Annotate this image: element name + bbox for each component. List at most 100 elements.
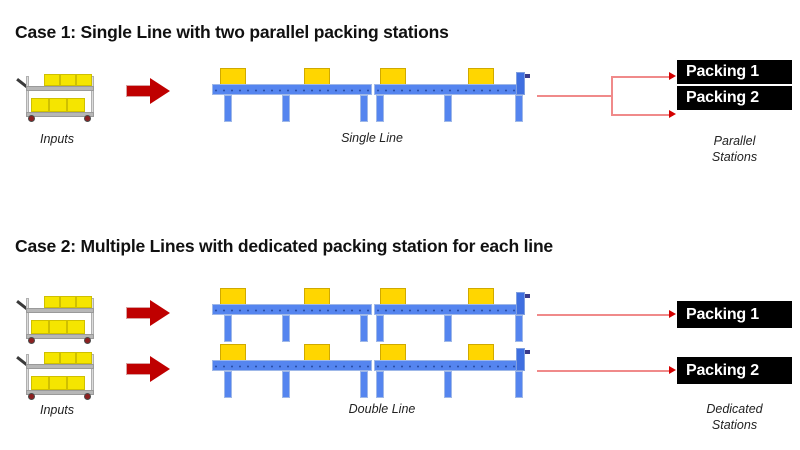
case1-arrowhead-bottom-icon: [669, 109, 676, 118]
conveyor-box: [304, 344, 330, 361]
conveyor-box: [380, 344, 406, 361]
conveyor-end-tip: [525, 74, 530, 78]
case1-connector-branch-top: [611, 76, 673, 78]
case1-stations-caption-line1: Parallel: [713, 134, 756, 148]
case2-input-cart-2: [18, 348, 96, 400]
cart-wheel-icon: [28, 393, 35, 400]
case2-flow-arrow-2-icon: [126, 356, 170, 382]
conveyor-leg: [444, 95, 452, 122]
cart-shelf-bottom: [26, 112, 94, 117]
conveyor-leg: [224, 95, 232, 122]
case1-line-caption: Single Line: [341, 131, 403, 145]
cart-box: [67, 320, 85, 334]
case2-station-packing-2[interactable]: Packing 2: [677, 357, 792, 384]
cart-wheel-icon: [28, 337, 35, 344]
conveyor-end-stop: [516, 72, 525, 95]
cart-box: [44, 74, 60, 86]
case1-flow-arrow-icon: [126, 78, 170, 104]
arrow-head: [150, 78, 170, 104]
conveyor-box: [220, 344, 246, 361]
conveyor-box: [380, 68, 406, 85]
conveyor-leg: [515, 95, 523, 122]
conveyor-leg: [360, 95, 368, 122]
cart-box: [31, 98, 49, 112]
conveyor-belt-segment: [212, 84, 372, 95]
cart-post-left: [26, 354, 29, 392]
conveyor-end-tip: [525, 294, 530, 298]
conveyor-leg: [515, 371, 523, 398]
case2-title: Case 2: Multiple Lines with dedicated pa…: [15, 236, 553, 256]
conveyor-box: [468, 288, 494, 305]
conveyor-belt-segment: [374, 360, 525, 371]
case2-stations-caption-line1: Dedicated: [706, 402, 763, 416]
conveyor-leg: [360, 371, 368, 398]
case2-stations-caption-line2: Stations: [711, 418, 758, 432]
conveyor-box: [304, 288, 330, 305]
case2-input-cart-1: [18, 292, 96, 344]
cart-box: [49, 320, 67, 334]
conveyor-box: [220, 288, 246, 305]
arrow-head: [150, 300, 170, 326]
case2-arrowhead-1-icon: [669, 309, 676, 318]
conveyor-leg: [376, 315, 384, 342]
cart-box: [67, 376, 85, 390]
case1-station-packing-1[interactable]: Packing 1: [677, 60, 792, 84]
cart-post-left: [26, 76, 29, 114]
arrow-shaft: [126, 307, 152, 319]
cart-wheel-icon: [28, 115, 35, 122]
conveyor-leg: [376, 371, 384, 398]
case1-connector-branch-bottom: [611, 114, 673, 116]
cart-shelf-top: [26, 308, 94, 313]
cart-wheel-icon: [84, 337, 91, 344]
conveyor-leg: [282, 315, 290, 342]
conveyor-leg: [224, 371, 232, 398]
cart-shelf-bottom: [26, 390, 94, 395]
case1-station-packing-2[interactable]: Packing 2: [677, 86, 792, 110]
conveyor-box: [304, 68, 330, 85]
cart-box: [49, 98, 67, 112]
case2-line-caption: Double Line: [348, 402, 416, 416]
case2-flow-arrow-1-icon: [126, 300, 170, 326]
conveyor-leg: [444, 371, 452, 398]
case2-station-packing-1[interactable]: Packing 1: [677, 301, 792, 328]
conveyor-box: [220, 68, 246, 85]
cart-box: [76, 352, 92, 364]
case2-conveyor-line-2: [212, 344, 532, 400]
case2-connector-line-1: [537, 314, 672, 316]
cart-box: [49, 376, 67, 390]
case1-inputs-caption: Inputs: [39, 132, 75, 146]
case1-connector-split: [611, 76, 613, 116]
conveyor-belt-segment: [374, 84, 525, 95]
conveyor-box: [380, 288, 406, 305]
conveyor-leg: [360, 315, 368, 342]
cart-wheel-icon: [84, 393, 91, 400]
cart-wheel-icon: [84, 115, 91, 122]
conveyor-leg: [282, 95, 290, 122]
case1-arrowhead-top-icon: [669, 71, 676, 80]
conveyor-box: [468, 68, 494, 85]
arrow-shaft: [126, 363, 152, 375]
conveyor-leg: [282, 371, 290, 398]
cart-post-left: [26, 298, 29, 336]
conveyor-belt-segment: [212, 304, 372, 315]
cart-box: [31, 320, 49, 334]
cart-box: [60, 352, 76, 364]
conveyor-leg: [515, 315, 523, 342]
conveyor-end-stop: [516, 348, 525, 371]
cart-box: [60, 296, 76, 308]
cart-box: [76, 74, 92, 86]
conveyor-box: [468, 344, 494, 361]
cart-shelf-top: [26, 364, 94, 369]
case2-conveyor-line-1: [212, 288, 532, 344]
cart-box: [60, 74, 76, 86]
conveyor-end-tip: [525, 350, 530, 354]
cart-box: [31, 376, 49, 390]
case1-connector-trunk: [537, 95, 612, 97]
conveyor-belt-segment: [212, 360, 372, 371]
case1-stations-caption-line2: Stations: [711, 150, 758, 164]
conveyor-belt-segment: [374, 304, 525, 315]
arrow-head: [150, 356, 170, 382]
conveyor-leg: [376, 95, 384, 122]
cart-box: [44, 296, 60, 308]
arrow-shaft: [126, 85, 152, 97]
